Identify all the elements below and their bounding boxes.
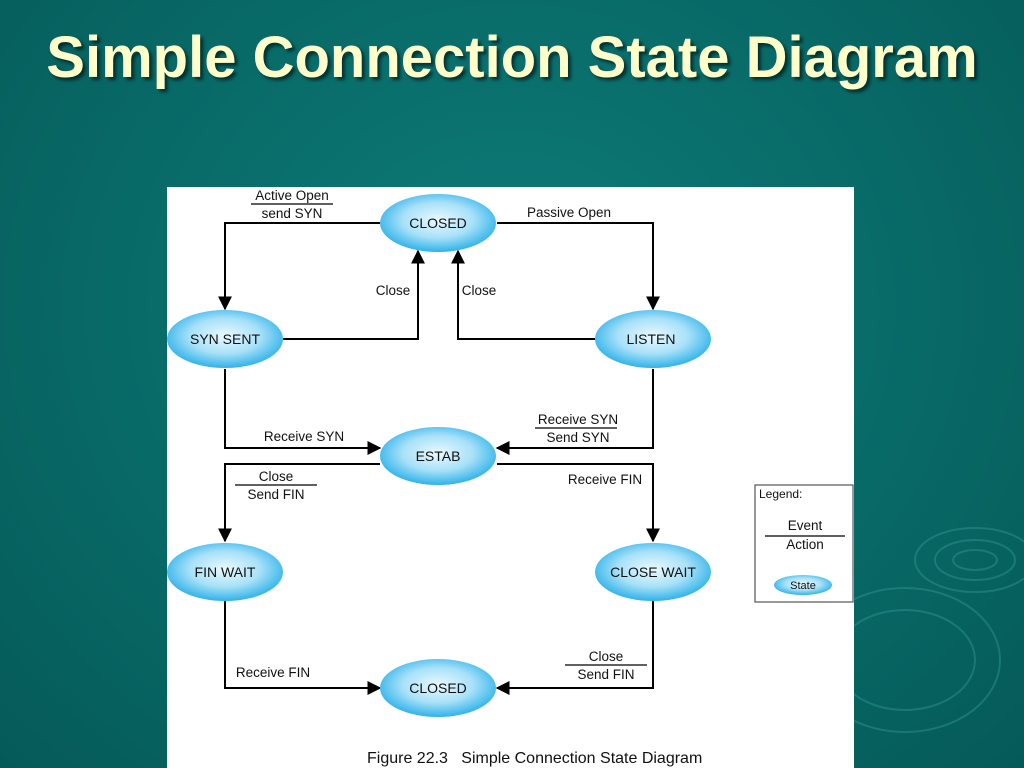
label-receive-fin-right: Receive FIN	[568, 472, 642, 487]
label-active-open-event: Active Open	[255, 188, 329, 203]
edge-active-open	[218, 222, 380, 311]
svg-text:Legend:: Legend:	[759, 487, 802, 501]
state-closed-bottom: CLOSED	[380, 659, 496, 717]
edge-close-close-wait	[495, 599, 654, 695]
label-close-bottom-event: Close	[589, 649, 624, 664]
svg-text:Event: Event	[788, 518, 823, 533]
label-close-estab-event: Close	[259, 469, 294, 484]
svg-text:CLOSE WAIT: CLOSE WAIT	[610, 564, 696, 580]
edge-passive-open	[497, 222, 660, 311]
label-receive-syn-right-event: Receive SYN	[538, 412, 618, 427]
state-fin-wait: FIN WAIT	[167, 543, 283, 601]
svg-text:Action: Action	[786, 537, 824, 552]
label-close-estab-action: Send FIN	[247, 487, 304, 502]
label-passive-open: Passive Open	[527, 205, 611, 220]
edge-receive-fin-fin-wait	[224, 599, 382, 695]
state-estab: ESTAB	[380, 427, 496, 485]
svg-text:ESTAB: ESTAB	[416, 448, 461, 464]
svg-text:FIN WAIT: FIN WAIT	[195, 564, 256, 580]
edge-receive-syn-right	[495, 369, 654, 455]
edge-close-estab	[218, 463, 380, 543]
diagram-panel: CLOSED SYN SENT LISTEN ESTAB FIN WAIT CL…	[167, 187, 854, 768]
edge-receive-fin-estab	[497, 463, 660, 543]
label-receive-syn-right-action: Send SYN	[546, 430, 609, 445]
label-close-bottom-action: Send FIN	[577, 667, 634, 682]
state-listen: LISTEN	[595, 310, 711, 368]
label-receive-fin-left: Receive FIN	[236, 665, 310, 680]
edge-close-syn-sent	[283, 249, 425, 340]
slide-title: Simple Connection State Diagram	[46, 25, 978, 90]
edge-close-listen	[451, 249, 595, 340]
label-close-left: Close	[376, 283, 411, 298]
svg-text:CLOSED: CLOSED	[409, 215, 467, 231]
figure-caption: Figure 22.3 Simple Connection State Diag…	[367, 750, 702, 767]
label-active-open-action: send SYN	[262, 206, 323, 221]
svg-text:LISTEN: LISTEN	[626, 331, 675, 347]
state-closed-top: CLOSED	[380, 194, 496, 252]
label-receive-syn-left: Receive SYN	[264, 429, 344, 444]
svg-text:CLOSED: CLOSED	[409, 680, 467, 696]
label-close-right: Close	[462, 283, 497, 298]
svg-text:State: State	[790, 580, 816, 592]
state-close-wait: CLOSE WAIT	[595, 543, 711, 601]
svg-text:SYN SENT: SYN SENT	[190, 331, 260, 347]
edge-receive-syn-left	[224, 369, 382, 455]
legend: Legend: Event Action State	[754, 484, 854, 603]
state-syn-sent: SYN SENT	[167, 310, 283, 368]
